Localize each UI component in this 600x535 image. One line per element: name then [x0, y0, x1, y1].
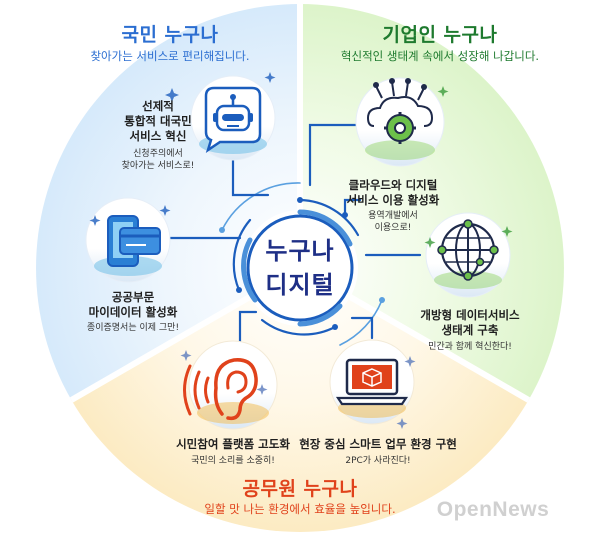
watermark: OpenNews — [436, 498, 550, 521]
citizens-item-2-title: 공공부문 마이데이터 활성화 — [88, 290, 178, 319]
sector-officials-title: 공무원 누구나 — [242, 478, 358, 500]
officials-item-1-note: 국민의 소리를 소중히! — [191, 456, 275, 466]
business-item-1-note: 용역개발에서 이용으로! — [368, 211, 418, 233]
citizens-item-2-note: 종이증명서는 이제 그만! — [86, 323, 180, 333]
citizens-item-1-title: 선제적 통합적 대국민 서비스 혁신 — [124, 99, 192, 143]
officials-item-2-title: 현장 중심 스마트 업무 환경 구현 — [299, 437, 457, 451]
sector-business-title: 기업인 누구나 — [382, 24, 498, 46]
cloud-gear-icon — [355, 77, 445, 167]
officials-item-2-note: 2PC가 사라진다! — [345, 456, 411, 466]
sector-citizens-title: 국민 누구나 — [121, 24, 219, 46]
robot-chat-icon — [190, 75, 276, 161]
citizens-item-1-note: 신청주의에서 찾아가는 서비스로! — [121, 149, 195, 171]
business-item-2-note: 민간과 함께 혁신한다! — [428, 342, 512, 352]
sector-business-subtitle: 혁신적인 생태계 속에서 성장해 나갑니다. — [340, 49, 540, 63]
officials-item-1-title: 시민참여 플랫폼 고도화 — [176, 437, 290, 451]
business-item-2-title: 개방형 데이터서비스 생태계 구축 — [420, 308, 520, 337]
globe-network-icon — [425, 212, 511, 298]
business-item-1-title: 클라우드와 디지털 서비스 이용 활성화 — [346, 178, 440, 207]
id-card-phone-icon — [85, 197, 171, 283]
sector-citizens-subtitle: 찾아가는 서비스로 편리해집니다. — [90, 49, 250, 63]
center-hub — [241, 209, 358, 327]
circuit-lines — [168, 123, 422, 347]
laptop-box-icon — [329, 339, 415, 425]
ear-sound-icon — [183, 340, 278, 430]
center-title: 누구나 디지털 — [265, 237, 335, 299]
sector-officials — [71, 268, 529, 532]
sector-officials-subtitle: 일할 맛 나는 환경에서 효율을 높입니다. — [204, 502, 396, 516]
